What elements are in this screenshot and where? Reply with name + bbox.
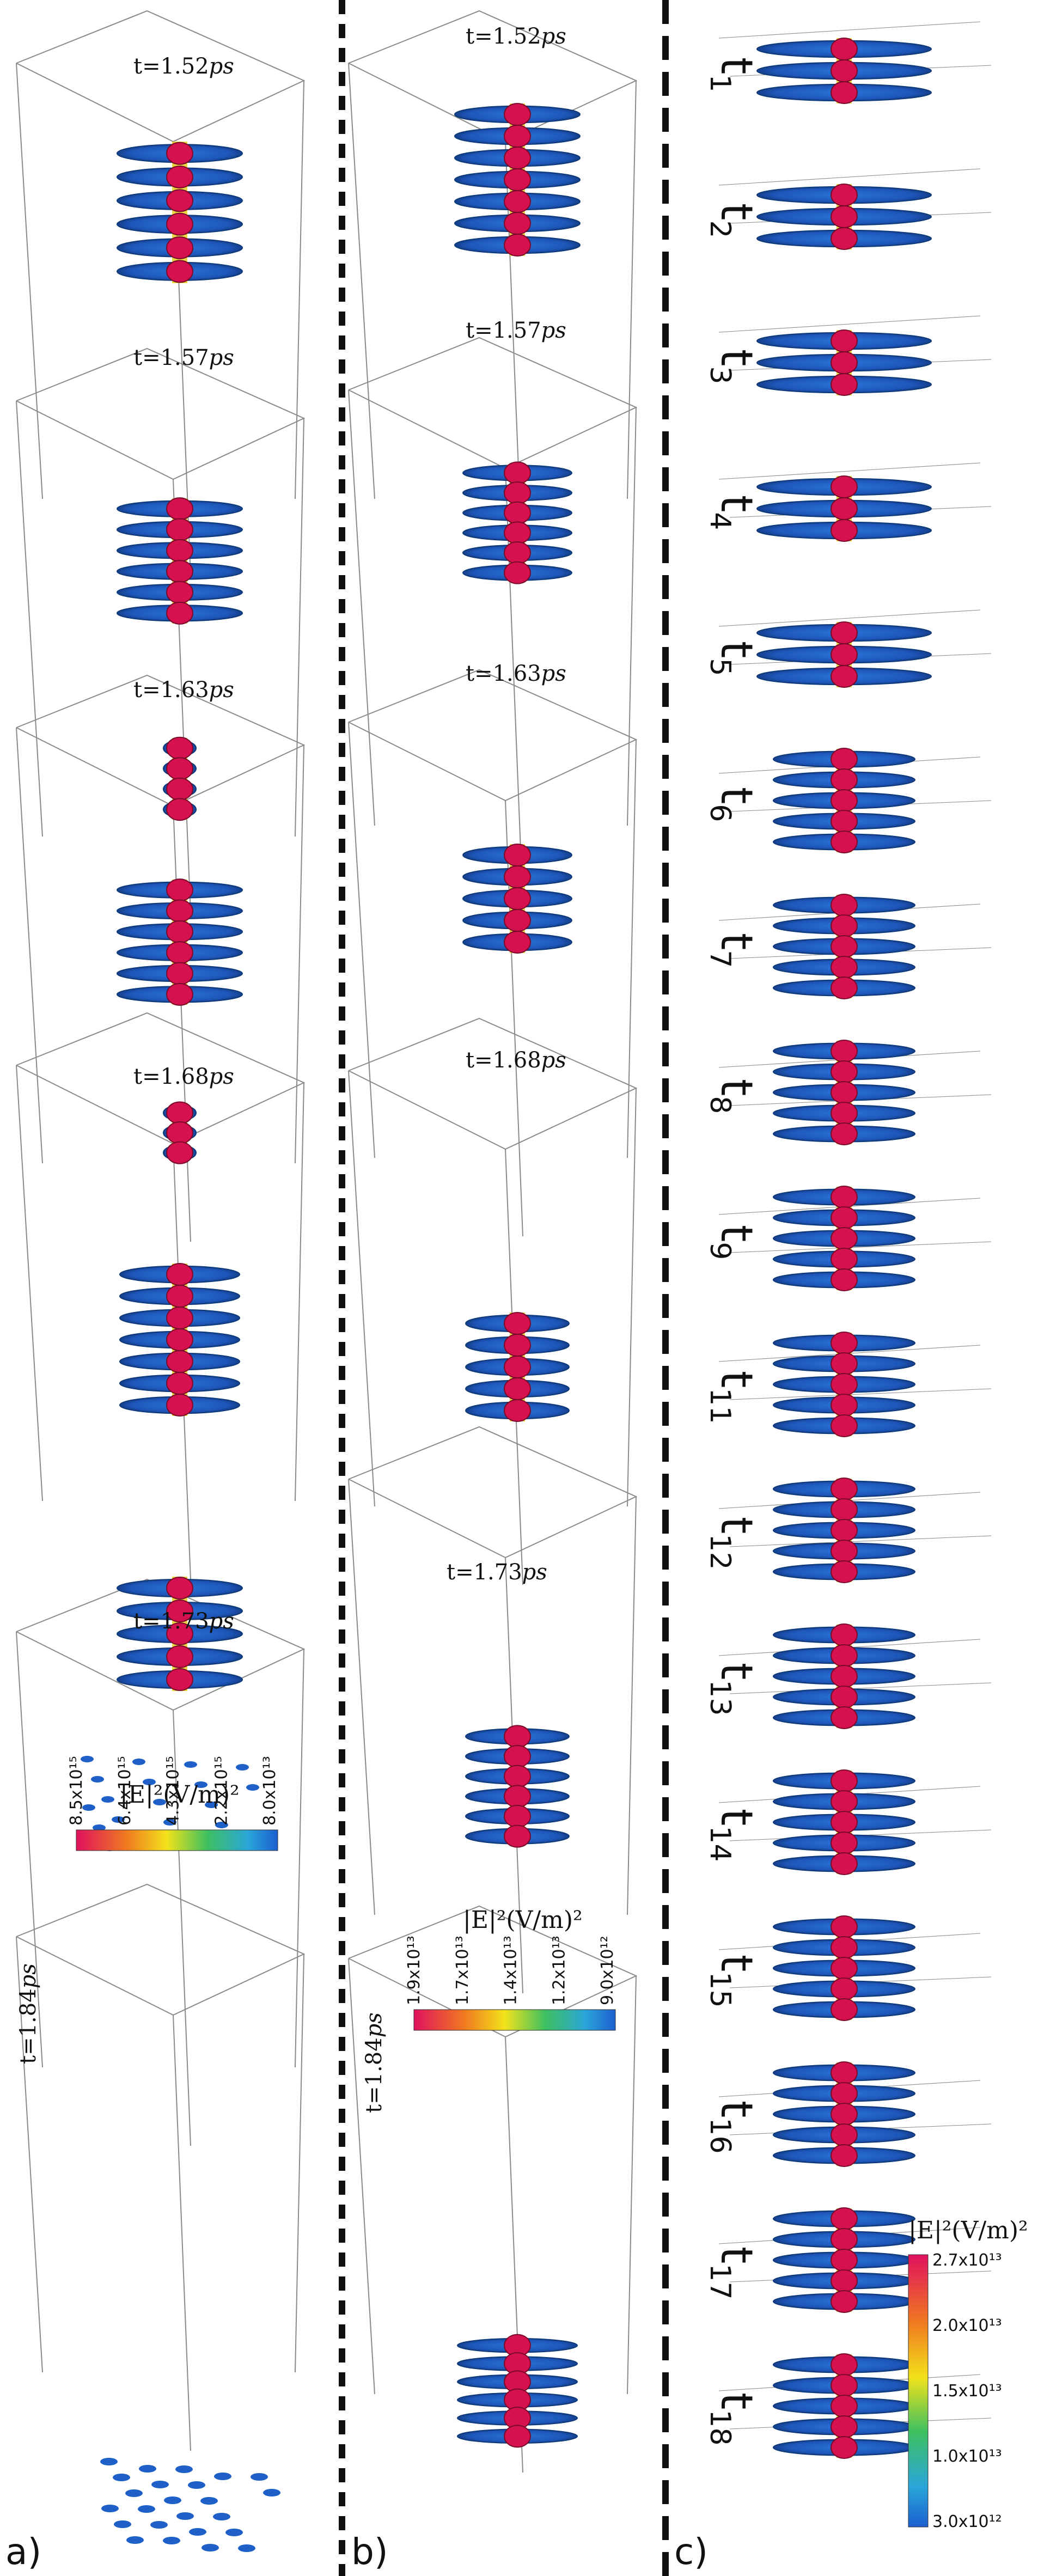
panel-b-label: b) [351,2531,388,2573]
isosurface [462,844,572,954]
isosurface [756,621,932,688]
colorbar-c: |E|²(V/m)² 2.7x10¹³ 2.0x10¹³ 1.5x10¹³ 1.0x1… [908,2217,1028,2531]
isosurface [462,461,572,584]
colorbar-tick: 4.3x10¹⁵ [164,1756,183,1826]
step-label: t9 [704,1225,762,1260]
time-label-b: t=1.68ps [466,1048,566,1073]
time-label-b: t=1.84ps [362,2012,387,2113]
time-label-a: t=1.57ps [133,345,234,370]
time-label-b: t=1.52ps [466,24,566,49]
step-label: t17 [704,2247,762,2300]
colorbar-tick: 1.2x10¹³ [549,1936,569,2005]
isosurface [756,329,932,396]
colorbar-b-bar [413,2009,616,2031]
colorbar-tick: 2.7x10¹³ [932,2251,1002,2270]
isosurface [773,1623,915,1729]
panel-b-time-labels: t=1.52ps t=1.57ps t=1.63ps t=1.68ps t=1.73ps… [362,24,566,2113]
panel-c-label: c) [674,2531,708,2573]
time-label-a: t=1.84ps [16,1963,41,2064]
isosurface [756,475,932,542]
time-label-a: t=1.52ps [133,54,234,79]
isosurface [457,2334,578,2448]
time-label-b: t=1.63ps [466,661,566,686]
colorbar-tick: 2.2x10¹⁵ [212,1756,231,1826]
isosurface [119,1263,240,1417]
isosurface [454,103,581,257]
colorbar-tick: 8.5x10¹⁵ [67,1756,86,1826]
time-label-a: t=1.73ps [133,1609,234,1634]
isosurface [773,1040,915,1145]
isosurface [773,2353,915,2459]
step-label: t18 [704,2392,762,2446]
isosurface [465,1725,570,1848]
step-label: t11 [704,1371,762,1424]
colorbar-a-bar [76,1829,278,1851]
isosurface [117,878,243,1006]
colorbar-tick: 1.0x10¹³ [932,2447,1002,2466]
colorbar-tick: 2.0x10¹³ [932,2316,1002,2335]
isosurface [773,1478,915,1583]
step-label: t7 [704,933,762,968]
step-label: t2 [704,203,762,238]
step-label: t16 [704,2101,762,2154]
colorbar-a: |E|²(V/m)² 8.5x10¹⁵ 6.4x10¹⁵ 4.3x10¹⁵ 2.2x1… [67,1756,279,1851]
colorbar-tick: 6.4x10¹⁵ [115,1756,135,1826]
panel-a-time-labels: t=1.52ps t=1.57ps t=1.63ps t=1.68ps t=1.73ps… [16,54,234,2064]
isosurface [773,748,915,853]
step-label: t5 [704,641,762,676]
colorbar-tick: 1.9x10¹³ [405,1936,424,2005]
colorbar-tick: 1.5x10¹³ [932,2382,1002,2401]
isosurface [773,2061,915,2167]
isosurface [163,736,197,821]
isosurface [773,1332,915,1437]
step-label: t4 [704,495,762,530]
colorbar-tick: 8.0x10¹³ [260,1756,279,1826]
field-isosurfaces [81,38,932,2552]
colorbar-tick: 1.4x10¹³ [502,1936,521,2005]
isosurface [117,1577,243,1691]
isosurface [117,142,243,283]
colorbar-tick: 1.7x10¹³ [453,1936,472,2005]
isosurface [756,38,932,104]
isosurface [773,2207,915,2313]
isosurface [756,184,932,250]
isosurface [163,1101,197,1164]
step-label: t3 [704,349,762,384]
isosurface [773,1186,915,1291]
isosurface [465,1312,570,1422]
isosurface [773,894,915,999]
step-label: t13 [704,1663,762,1716]
step-label: t12 [704,1517,762,1570]
panel-a-label: a) [5,2531,41,2573]
colorbar-tick: 9.0x10¹² [598,1936,617,2005]
colorbar-tick: 3.0x10¹² [932,2512,1002,2531]
step-label: t15 [704,1955,762,2008]
colorbar-b: |E|²(V/m)² 1.9x10¹³ 1.7x10¹³ 1.4x10¹³ 1.2x1… [405,1906,617,2031]
colorbar-c-title: |E|²(V/m)² [908,2217,1028,2244]
time-label-b: t=1.57ps [466,318,566,343]
isosurface [117,497,243,625]
step-label: t1 [704,57,762,92]
time-label-b: t=1.73ps [447,1560,547,1585]
time-label-a: t=1.63ps [133,677,234,703]
isosurface [773,1915,915,2021]
time-label-a: t=1.68ps [133,1064,234,1089]
colorbar-b-title: |E|²(V/m)² [463,1906,583,1934]
step-label: t6 [704,787,762,822]
step-label: t8 [704,1079,762,1114]
step-label: t14 [704,1809,762,1862]
colorbar-a-title: |E|²(V/m)² [120,1781,240,1809]
isosurface [773,1769,915,1875]
colorbar-c-bar [908,2254,929,2528]
